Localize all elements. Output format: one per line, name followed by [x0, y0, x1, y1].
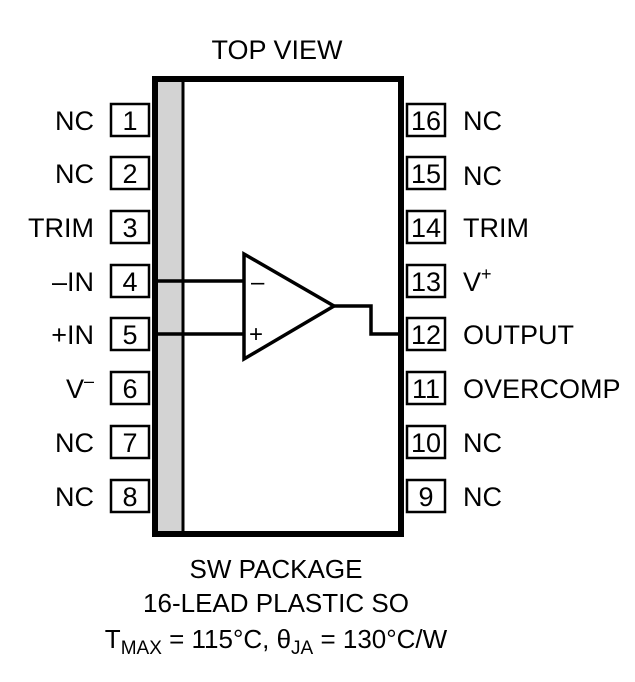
pin-13-label: V+: [463, 264, 492, 297]
view-title: TOP VIEW: [211, 35, 343, 65]
pin-12-number: 12: [411, 320, 441, 350]
package-caption: SW PACKAGE 16-LEAD PLASTIC SO TMAX = 115…: [105, 554, 448, 659]
opamp-minus-sign: –: [251, 269, 265, 296]
pin-15-number: 15: [411, 159, 441, 189]
pin1-stripe: [155, 79, 183, 534]
pin-5: 5 +IN: [51, 316, 151, 352]
pin-4-number: 4: [122, 267, 137, 297]
pin-16: 16 NC: [405, 102, 502, 138]
pin-13-label-sup: +: [481, 264, 492, 284]
pin-6-label-sup: –: [84, 371, 94, 391]
pin-16-number: 16: [411, 106, 441, 136]
pin-9-number: 9: [418, 482, 433, 512]
pin-7-label: NC: [55, 428, 94, 458]
package-outline: [152, 76, 404, 537]
pin-6-box: [109, 370, 151, 406]
opamp-plus-sign: +: [249, 321, 263, 348]
pin-12-label: OUTPUT: [463, 320, 574, 350]
pin-2-number: 2: [122, 159, 137, 189]
pin-1-label: NC: [55, 106, 94, 136]
pin-2-label: NC: [55, 159, 94, 189]
pin-9-label: NC: [463, 482, 502, 512]
theta-symbol: θ: [277, 624, 291, 654]
pin-1-box: [109, 102, 151, 138]
pin-15-label: NC: [463, 161, 502, 191]
pin-5-box: [109, 316, 151, 352]
pin-11: 11 OVERCOMP: [405, 370, 621, 406]
pin-4-box: [109, 263, 151, 299]
pin-6-label: V–: [66, 371, 94, 404]
pin-6-label-base: V: [66, 374, 84, 404]
pin-12-box: [405, 316, 447, 352]
pin-10-label: NC: [463, 428, 502, 458]
pin-15-box: [405, 155, 447, 191]
output-wire: [334, 304, 401, 336]
pin-13: 13 V+: [405, 263, 492, 299]
pin-15: 15 NC: [405, 155, 502, 191]
pin-7-number: 7: [122, 428, 137, 458]
pin-10-box: [405, 424, 447, 460]
caption-line-3: TMAX = 115°C, θJA = 130°C/W: [105, 624, 448, 659]
pin-3-number: 3: [122, 213, 137, 243]
pin-4: 4 –IN: [52, 263, 151, 299]
opamp-circuit: – +: [155, 250, 401, 363]
pin-6: 6 V–: [66, 370, 151, 406]
caption-line-2: 16-LEAD PLASTIC SO: [143, 588, 409, 618]
pin-5-label: +IN: [51, 320, 94, 350]
pin-14-number: 14: [411, 213, 441, 243]
pin-4-label: –IN: [52, 267, 94, 297]
pin-3: 3 TRIM: [28, 209, 151, 245]
pin-7-box: [109, 424, 151, 460]
pin-14: 14 TRIM: [405, 209, 529, 245]
tmax-letter: T: [105, 624, 121, 654]
pin-13-label-base: V: [463, 267, 481, 297]
pin-9: 9 NC: [405, 478, 502, 514]
pin-16-label: NC: [463, 106, 502, 136]
pin-11-label: OVERCOMP: [463, 374, 621, 404]
package-body: [152, 76, 404, 537]
pin-5-number: 5: [122, 320, 137, 350]
pin-12: 12 OUTPUT: [405, 316, 574, 352]
tmax-subscript: MAX: [121, 638, 163, 659]
pin-8: 8 NC: [55, 478, 151, 514]
pin-1-number: 1: [122, 106, 137, 136]
opamp-triangle: [242, 250, 338, 363]
pin-14-box: [405, 209, 447, 245]
left-pin-group: 1 NC 2 NC 3 TRIM 4 –IN 5 +IN 6 V–: [28, 102, 151, 514]
pin-3-box: [109, 209, 151, 245]
pin-7: 7 NC: [55, 424, 151, 460]
tmax-value: = 115°C,: [162, 624, 277, 654]
pin-13-number: 13: [411, 267, 441, 297]
pin-14-label: TRIM: [463, 213, 529, 243]
pin-16-box: [405, 102, 447, 138]
pin-10: 10 NC: [405, 424, 502, 460]
pin-2-box: [109, 155, 151, 191]
pin-13-box: [405, 263, 447, 299]
pin-2: 2 NC: [55, 155, 151, 191]
pin-1: 1 NC: [55, 102, 151, 138]
pin-9-box: [405, 478, 447, 514]
pin-8-number: 8: [122, 482, 137, 512]
theta-value: = 130°C/W: [313, 624, 447, 654]
pin-8-box: [109, 478, 151, 514]
pin-11-box: [405, 370, 447, 406]
pin-10-number: 10: [411, 428, 441, 458]
theta-subscript: JA: [291, 638, 314, 659]
caption-line-1: SW PACKAGE: [190, 554, 363, 584]
pin-3-label: TRIM: [28, 213, 94, 243]
pin-6-number: 6: [122, 374, 137, 404]
pin-8-label: NC: [55, 482, 94, 512]
pin-11-number: 11: [412, 374, 440, 404]
right-pin-group: 16 NC 15 NC 14 TRIM 13 V+ 12 OUTPUT 11 O…: [405, 102, 621, 514]
